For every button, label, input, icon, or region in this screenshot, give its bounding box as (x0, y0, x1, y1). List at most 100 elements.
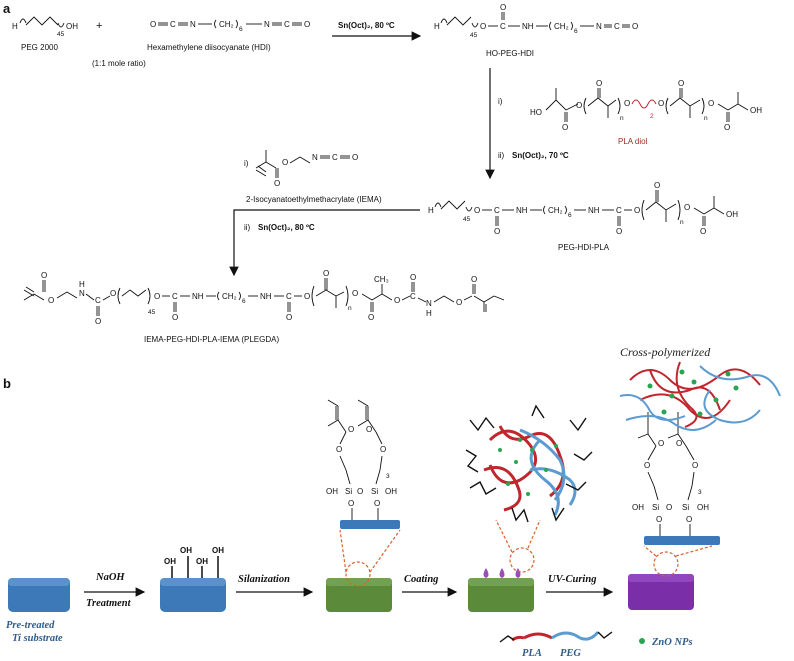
svg-text:O: O (596, 79, 602, 88)
svg-text:O: O (676, 439, 682, 448)
step3-i: i) (244, 159, 249, 168)
svg-text:H: H (434, 22, 440, 31)
svg-text:O: O (410, 273, 416, 282)
panel-b-label: b (3, 376, 11, 391)
svg-text:OH: OH (750, 106, 762, 115)
svg-text:N: N (596, 22, 602, 31)
svg-text:45: 45 (470, 32, 478, 39)
svg-text:C: C (616, 206, 622, 215)
svg-text:OH: OH (164, 557, 176, 566)
svg-text:CH₃: CH₃ (374, 275, 389, 284)
step3-arrow (229, 209, 420, 277)
step2-ii: ii) (498, 151, 505, 160)
svg-text:O: O (357, 487, 363, 496)
svg-text:C: C (284, 20, 290, 29)
svg-text:H: H (79, 280, 85, 289)
plus-sign: + (96, 20, 102, 32)
svg-text:O: O (494, 227, 500, 236)
svg-text:6: 6 (239, 26, 243, 33)
step-naoh-1: NaOH (95, 572, 125, 583)
svg-text:C: C (410, 292, 416, 301)
plegda-structure: O O N H C O O 45 O C O NH CH₂ 6 NH C O O (23, 269, 505, 326)
svg-text:O: O (95, 317, 101, 326)
hdi-structure: O C N CH₂ 6 N C O (150, 19, 310, 33)
svg-text:45: 45 (148, 309, 156, 316)
svg-text:C: C (172, 292, 178, 301)
svg-text:C: C (95, 296, 101, 305)
svg-text:O: O (678, 79, 684, 88)
panel-a-label: a (3, 1, 11, 16)
svg-text:O: O (323, 269, 329, 278)
svg-text:O: O (480, 22, 486, 31)
svg-text:45: 45 (463, 216, 471, 223)
ti-substrate (8, 578, 70, 612)
pla-diol-structure: HO O O O n O 2 O O n O O OH (530, 79, 762, 132)
svg-text:H: H (426, 309, 432, 318)
svg-text:N: N (312, 153, 318, 162)
ho-peg-hdi-structure: H 45 O C O NH CH₂ 6 N C O (434, 3, 638, 39)
svg-text:N: N (79, 289, 85, 298)
svg-text:O: O (500, 3, 506, 12)
svg-text:O: O (380, 445, 386, 454)
svg-text:O: O (708, 99, 714, 108)
svg-text:Si: Si (345, 487, 352, 496)
svg-text:NH: NH (522, 22, 534, 31)
svg-text:45: 45 (57, 31, 65, 38)
svg-text:O: O (700, 227, 706, 236)
svg-text:n: n (348, 305, 352, 312)
svg-text:O: O (692, 461, 698, 470)
svg-text:H: H (12, 22, 18, 31)
svg-text:NH: NH (260, 292, 272, 301)
step-coating: Coating (404, 574, 438, 585)
svg-text:O: O (632, 22, 638, 31)
svg-text:O: O (304, 20, 310, 29)
svg-text:O: O (154, 292, 160, 301)
svg-text:O: O (274, 179, 280, 188)
svg-text:O: O (304, 292, 310, 301)
svg-text:CH₂: CH₂ (222, 292, 237, 301)
svg-text:Si: Si (652, 503, 659, 512)
svg-text:O: O (666, 503, 672, 512)
svg-text:6: 6 (568, 212, 572, 219)
peg-structure: H 45 OH (12, 16, 78, 38)
svg-text:C: C (614, 22, 620, 31)
svg-text:n: n (704, 115, 708, 122)
svg-text:O: O (576, 101, 582, 110)
zoom-circle-3 (653, 551, 679, 577)
step2-catalyst: Sn(Oct)₂, 70 ºC (512, 151, 569, 160)
iema-label: 2-Isocyanatoethylmethacrylate (IEMA) (246, 195, 382, 204)
polymer-network (465, 404, 593, 523)
svg-text:NH: NH (192, 292, 204, 301)
svg-text:H: H (428, 206, 434, 215)
pla-diol-label: PLA diol (618, 137, 648, 146)
svg-text:6: 6 (574, 28, 578, 35)
ti-substrate-top (8, 578, 70, 586)
svg-text:n: n (680, 219, 684, 226)
svg-text:O: O (654, 181, 660, 190)
svg-text:N: N (190, 20, 196, 29)
svg-text:NH: NH (588, 206, 600, 215)
svg-text:O: O (684, 203, 690, 212)
hdi-label: Hexamethylene diisocyanate (HDI) (147, 43, 271, 52)
svg-text:O: O (352, 289, 358, 298)
svg-text:CH₂: CH₂ (219, 20, 234, 29)
oh-groups: OH OH OH OH (164, 546, 224, 578)
svg-text:O: O (48, 296, 54, 305)
product3-label: IEMA-PEG-HDI-PLA-IEMA (PLEGDA) (144, 335, 279, 344)
svg-text:Si: Si (371, 487, 378, 496)
step1-catalyst: Sn(Oct)₂, 80 ºC (338, 21, 395, 30)
hydroxylated-substrate (160, 578, 226, 612)
step-uv: UV-Curing (548, 574, 596, 585)
zoom-circle-1 (345, 561, 371, 587)
svg-text:O: O (624, 99, 630, 108)
substrate-label-2: Ti substrate (12, 633, 63, 644)
svg-text:OH: OH (326, 487, 338, 496)
svg-text:OH: OH (212, 546, 224, 555)
svg-text:NH: NH (516, 206, 528, 215)
peg-hdi-pla-structure: H 45 O C O NH CH₂ 6 NH C O O O n O O OH (428, 181, 738, 236)
svg-text:C: C (170, 20, 176, 29)
svg-text:O: O (394, 296, 400, 305)
